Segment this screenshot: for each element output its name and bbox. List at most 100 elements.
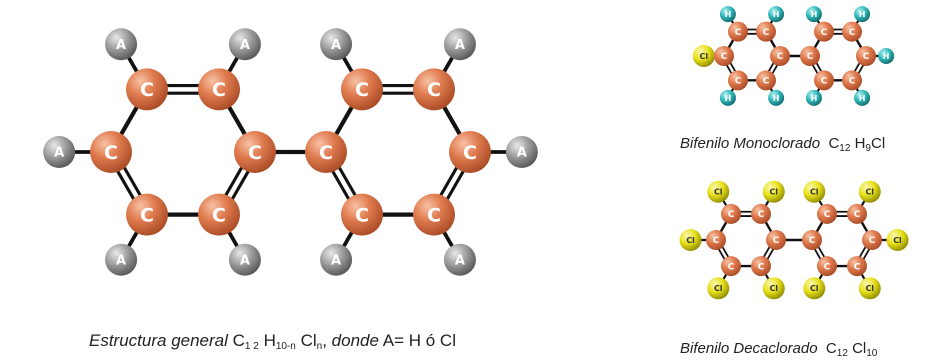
svg-text:C: C	[758, 262, 765, 272]
deca-carbon-atom: C	[766, 230, 786, 250]
svg-text:A: A	[455, 38, 465, 53]
mono-carbon-atom: C	[756, 70, 776, 91]
svg-text:A: A	[517, 146, 527, 161]
deca-formula-c: C	[825, 340, 837, 357]
svg-text:C: C	[821, 77, 828, 87]
general-substituent-atom: A	[228, 243, 261, 276]
svg-text:C: C	[854, 210, 861, 220]
svg-text:C: C	[824, 210, 831, 220]
general-carbon-atom: C	[413, 68, 455, 111]
mono-hydrogen-atom: H	[719, 89, 736, 106]
general-substituent-atom: A	[443, 243, 476, 276]
svg-text:C: C	[319, 142, 333, 164]
mono-formula-c-sub: 12	[839, 143, 851, 154]
mono-formula-h: H	[854, 135, 866, 152]
general-carbon-atom: C	[198, 68, 240, 111]
svg-text:H: H	[811, 10, 818, 19]
formula-cl: Cl	[300, 331, 317, 350]
mono-hydrogen-atom: H	[768, 89, 785, 106]
general-substituent-atom: A	[105, 28, 138, 61]
svg-text:Cl: Cl	[769, 188, 778, 197]
mono-hydrogen-atom: H	[805, 6, 822, 23]
svg-text:H: H	[725, 10, 732, 19]
svg-text:Cl: Cl	[810, 188, 819, 197]
svg-text:Cl: Cl	[714, 188, 723, 197]
svg-text:Cl: Cl	[893, 236, 902, 245]
general-substituent-atom: A	[43, 136, 76, 168]
deca-carbon-atom: C	[751, 203, 771, 224]
deca-chlorine-atom: Cl	[803, 180, 826, 203]
deca-formula-cl-sub: 10	[866, 348, 878, 359]
mono-formula-h-sub: 9	[865, 143, 871, 154]
caption-prefix: Estructura general	[89, 331, 228, 350]
mono-carbon-atom: C	[800, 46, 820, 66]
general-carbon-atom: C	[449, 131, 491, 173]
general-carbon-atom: C	[305, 131, 347, 173]
svg-text:C: C	[104, 142, 118, 164]
svg-text:C: C	[248, 142, 262, 164]
deca-chlorine-atom: Cl	[679, 229, 702, 251]
deca-carbon-atom: C	[706, 230, 726, 250]
deca-chlorine-atom: Cl	[803, 277, 826, 300]
svg-text:H: H	[773, 10, 780, 19]
mono-carbon-atom: C	[842, 70, 862, 91]
general-substituent-atom: A	[320, 243, 353, 276]
general-carbon-atom: C	[341, 193, 383, 236]
svg-text:C: C	[728, 262, 735, 272]
general-substituent-atom: A	[443, 28, 476, 61]
mono-carbon-atom: C	[756, 21, 776, 42]
svg-text:H: H	[859, 10, 866, 19]
caption-deca-name: Bifenilo Decaclorado	[680, 340, 818, 357]
svg-text:A: A	[240, 38, 250, 53]
svg-text:A: A	[54, 146, 64, 161]
svg-text:A: A	[116, 253, 126, 268]
svg-text:Cl: Cl	[865, 188, 874, 197]
svg-text:Cl: Cl	[865, 284, 874, 293]
mono-hydrogen-atom: H	[878, 48, 895, 64]
svg-text:Cl: Cl	[686, 236, 695, 245]
mono-carbon-atom: C	[728, 21, 748, 42]
mono-hydrogen-atom: H	[768, 6, 785, 23]
deca-carbon-atom: C	[751, 256, 771, 277]
svg-text:C: C	[355, 79, 369, 101]
deca-chlorine-atom: Cl	[886, 229, 909, 251]
deca-carbon-atom: C	[817, 203, 837, 224]
svg-text:C: C	[758, 210, 765, 220]
caption-mono-name: Bifenilo Monoclorado	[680, 135, 821, 152]
svg-text:Cl: Cl	[714, 284, 723, 293]
general-carbon-atom: C	[126, 193, 168, 236]
svg-text:C: C	[869, 236, 876, 246]
mono-carbon-atom: C	[770, 46, 790, 66]
svg-text:C: C	[821, 28, 828, 38]
deca-chlorine-atom: Cl	[707, 277, 730, 300]
mono-hydrogen-atom: H	[854, 89, 871, 106]
general-carbon-atom: C	[90, 131, 132, 173]
svg-text:C: C	[773, 236, 780, 246]
svg-text:C: C	[763, 28, 770, 38]
svg-text:C: C	[713, 236, 720, 246]
caption-middle: donde	[331, 331, 379, 350]
svg-text:H: H	[859, 94, 866, 103]
mono-formula-c: C	[828, 135, 840, 152]
general-substituent-atom: A	[320, 28, 353, 61]
mono-chlorine-atom: Cl	[692, 45, 715, 67]
svg-text:C: C	[824, 262, 831, 272]
svg-text:C: C	[212, 204, 226, 226]
svg-text:A: A	[331, 253, 341, 268]
deca-carbon-atom: C	[847, 203, 867, 224]
mono-hydrogen-atom: H	[805, 89, 822, 106]
deca-chlorine-atom: Cl	[858, 180, 881, 203]
svg-text:C: C	[212, 79, 226, 101]
svg-text:A: A	[455, 253, 465, 268]
formula-c-sub: 1 2	[244, 341, 259, 352]
svg-text:C: C	[763, 77, 770, 87]
formula-h-sub: 10-n	[275, 341, 296, 352]
svg-text:A: A	[116, 38, 126, 53]
svg-text:C: C	[809, 236, 816, 246]
svg-text:C: C	[355, 204, 369, 226]
formula-c: C	[232, 331, 245, 350]
svg-text:C: C	[863, 52, 870, 62]
deca-carbon-atom: C	[721, 256, 741, 277]
general-carbon-atom: C	[126, 68, 168, 111]
deca-carbon-atom: C	[862, 230, 882, 250]
